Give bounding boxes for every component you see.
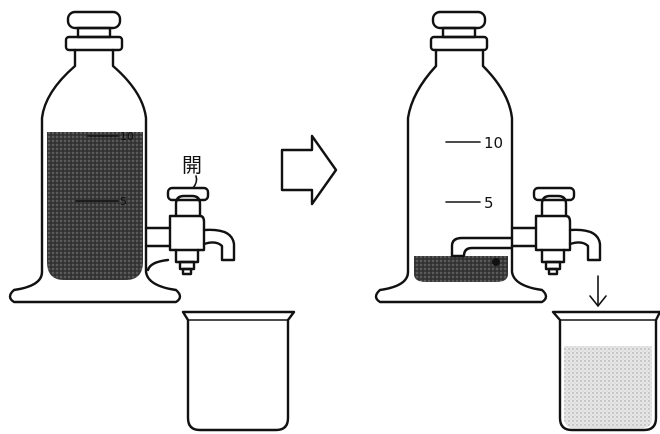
stopper-left: [64, 10, 124, 52]
right-arrow-icon: [280, 134, 338, 206]
down-arrow-icon: [589, 275, 607, 308]
mark-5-label-right: 5: [484, 194, 494, 212]
bottle-right: [374, 48, 548, 304]
right-panel: 10 5: [374, 10, 660, 432]
mark-5-label-left: 5: [120, 195, 127, 208]
dark-liquid-residual: [414, 256, 508, 282]
beaker-left-empty: [181, 310, 296, 432]
open-label: 開: [182, 153, 202, 177]
bottle-left: [8, 48, 182, 304]
stopper-right: [429, 10, 489, 52]
left-panel: 10 5 開: [8, 10, 296, 432]
tap-left: [144, 186, 236, 276]
mark-10-label-left: 10: [120, 130, 134, 143]
mark-10-label-right: 10: [484, 134, 503, 152]
light-liquid-collected: [564, 346, 652, 428]
drain-opening: [492, 258, 500, 266]
drain-tube: [450, 236, 514, 258]
dark-liquid-full: [47, 132, 143, 280]
open-pointer: [192, 175, 198, 189]
tap-right: [510, 186, 602, 276]
beaker-right-filled: [551, 310, 660, 432]
